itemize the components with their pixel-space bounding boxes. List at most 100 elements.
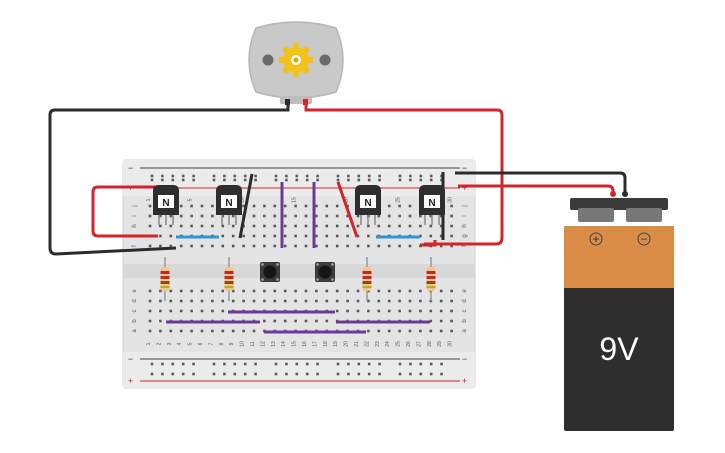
breadboard-hole[interactable] — [159, 299, 162, 303]
breadboard-hole[interactable] — [450, 234, 453, 238]
rail-hole[interactable] — [150, 362, 154, 366]
breadboard-hole[interactable] — [159, 224, 162, 228]
breadboard-hole[interactable] — [419, 224, 422, 228]
rail-hole[interactable] — [233, 372, 237, 376]
rail-hole[interactable] — [367, 362, 371, 366]
breadboard-hole[interactable] — [221, 309, 225, 313]
rail-hole[interactable] — [223, 362, 226, 366]
breadboard-hole[interactable] — [221, 244, 225, 248]
battery-lead-tip-black[interactable] — [622, 191, 628, 197]
rail-hole[interactable] — [150, 178, 154, 182]
rail-hole[interactable] — [367, 174, 371, 178]
rail-hole[interactable] — [223, 174, 226, 178]
breadboard-hole[interactable] — [221, 234, 225, 238]
breadboard-hole[interactable] — [387, 214, 391, 218]
breadboard-hole[interactable] — [439, 244, 443, 248]
breadboard-hole[interactable] — [252, 289, 256, 293]
breadboard-hole[interactable] — [273, 289, 277, 293]
breadboard-hole[interactable] — [335, 224, 339, 228]
rail-hole[interactable] — [409, 178, 412, 182]
breadboard-hole[interactable] — [439, 299, 443, 303]
breadboard-hole[interactable] — [387, 329, 391, 333]
breadboard-hole[interactable] — [346, 299, 349, 303]
rail-hole[interactable] — [378, 178, 381, 182]
breadboard-hole[interactable] — [231, 289, 235, 293]
breadboard-hole[interactable] — [283, 224, 287, 228]
breadboard-hole[interactable] — [450, 224, 453, 228]
rail-hole[interactable] — [223, 372, 226, 376]
resistor-icon[interactable] — [426, 257, 436, 301]
rail-hole[interactable] — [192, 178, 195, 182]
rail-hole[interactable] — [357, 174, 361, 178]
rail-hole[interactable] — [316, 362, 319, 366]
breadboard-hole[interactable] — [419, 309, 422, 313]
rail-hole[interactable] — [429, 174, 433, 178]
rail-hole[interactable] — [243, 174, 247, 178]
breadboard-hole[interactable] — [408, 204, 412, 208]
rail-hole[interactable] — [212, 372, 216, 376]
breadboard-hole[interactable] — [398, 214, 401, 218]
breadboard-hole[interactable] — [356, 299, 360, 303]
breadboard-hole[interactable] — [450, 289, 453, 293]
breadboard-hole[interactable] — [325, 214, 329, 218]
breadboard-hole[interactable] — [190, 299, 193, 303]
breadboard-hole[interactable] — [242, 289, 245, 293]
rail-hole[interactable] — [429, 178, 433, 182]
rail-hole[interactable] — [305, 362, 309, 366]
breadboard-hole[interactable] — [190, 329, 193, 333]
breadboard-hole[interactable] — [377, 309, 381, 313]
battery-lead-tip-red[interactable] — [610, 191, 616, 197]
breadboard-hole[interactable] — [325, 204, 329, 208]
breadboard-hole[interactable] — [377, 329, 381, 333]
breadboard-hole[interactable] — [252, 214, 256, 218]
breadboard-hole[interactable] — [304, 244, 308, 248]
rail-hole[interactable] — [440, 362, 443, 366]
rail-hole[interactable] — [274, 174, 278, 178]
breadboard-hole[interactable] — [159, 214, 162, 218]
breadboard-hole[interactable] — [304, 214, 308, 218]
breadboard-hole[interactable] — [450, 299, 453, 303]
breadboard-hole[interactable] — [221, 299, 225, 303]
breadboard-hole[interactable] — [263, 204, 266, 208]
rail-hole[interactable] — [171, 362, 175, 366]
breadboard-hole[interactable] — [429, 309, 433, 313]
breadboard-hole[interactable] — [315, 244, 318, 248]
breadboard-hole[interactable] — [148, 319, 152, 323]
rail-hole[interactable] — [316, 178, 319, 182]
breadboard-hole[interactable] — [294, 319, 297, 323]
rail-hole[interactable] — [419, 178, 423, 182]
breadboard-hole[interactable] — [325, 289, 329, 293]
breadboard-hole[interactable] — [367, 244, 370, 248]
breadboard-hole[interactable] — [408, 214, 412, 218]
breadboard-hole[interactable] — [377, 299, 381, 303]
pushbutton-icon[interactable] — [260, 262, 280, 282]
breadboard-hole[interactable] — [304, 204, 308, 208]
breadboard-hole[interactable] — [273, 319, 277, 323]
breadboard-hole[interactable] — [439, 329, 443, 333]
breadboard-hole[interactable] — [179, 289, 183, 293]
breadboard-hole[interactable] — [179, 309, 183, 313]
breadboard-hole[interactable] — [356, 244, 360, 248]
breadboard-hole[interactable] — [263, 244, 266, 248]
breadboard-hole[interactable] — [159, 309, 162, 313]
breadboard-hole[interactable] — [211, 299, 214, 303]
breadboard-hole[interactable] — [408, 329, 412, 333]
breadboard-hole[interactable] — [325, 224, 329, 228]
breadboard-hole[interactable] — [190, 309, 193, 313]
breadboard-hole[interactable] — [304, 224, 308, 228]
breadboard-hole[interactable] — [252, 299, 256, 303]
breadboard-hole[interactable] — [367, 224, 370, 228]
rail-hole[interactable] — [171, 372, 175, 376]
breadboard-hole[interactable] — [419, 214, 422, 218]
breadboard-hole[interactable] — [367, 299, 370, 303]
breadboard-hole[interactable] — [221, 224, 225, 228]
breadboard-hole[interactable] — [429, 224, 433, 228]
breadboard-hole[interactable] — [450, 309, 453, 313]
breadboard-hole[interactable] — [294, 204, 297, 208]
breadboard-hole[interactable] — [200, 329, 204, 333]
breadboard-hole[interactable] — [211, 224, 214, 228]
rail-hole[interactable] — [357, 372, 361, 376]
breadboard-hole[interactable] — [325, 234, 329, 238]
breadboard-hole[interactable] — [335, 299, 339, 303]
breadboard-hole[interactable] — [346, 289, 349, 293]
